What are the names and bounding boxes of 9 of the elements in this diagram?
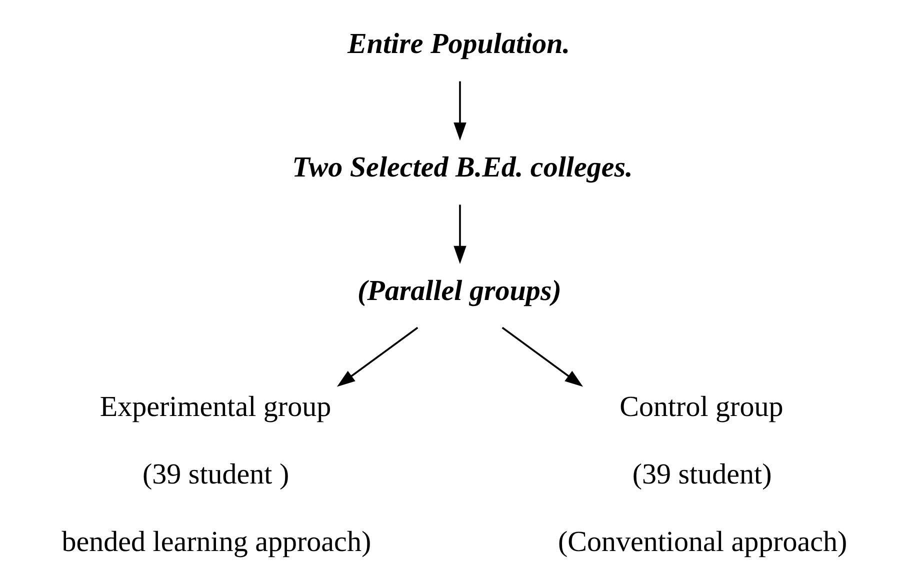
node-text: Entire Population. xyxy=(348,28,570,60)
arrow xyxy=(336,326,418,387)
node-text: Control group (39 student) (Conventional approach) xyxy=(558,390,848,558)
arrow xyxy=(454,204,466,264)
arrow xyxy=(502,326,584,387)
node-text: Experimental group (39 student ) bended learning approach) xyxy=(62,390,372,558)
node-text: (Parallel groups) xyxy=(357,274,562,307)
arrow xyxy=(454,81,466,141)
node-text: Two Selected B.Ed. colleges. xyxy=(292,151,633,184)
